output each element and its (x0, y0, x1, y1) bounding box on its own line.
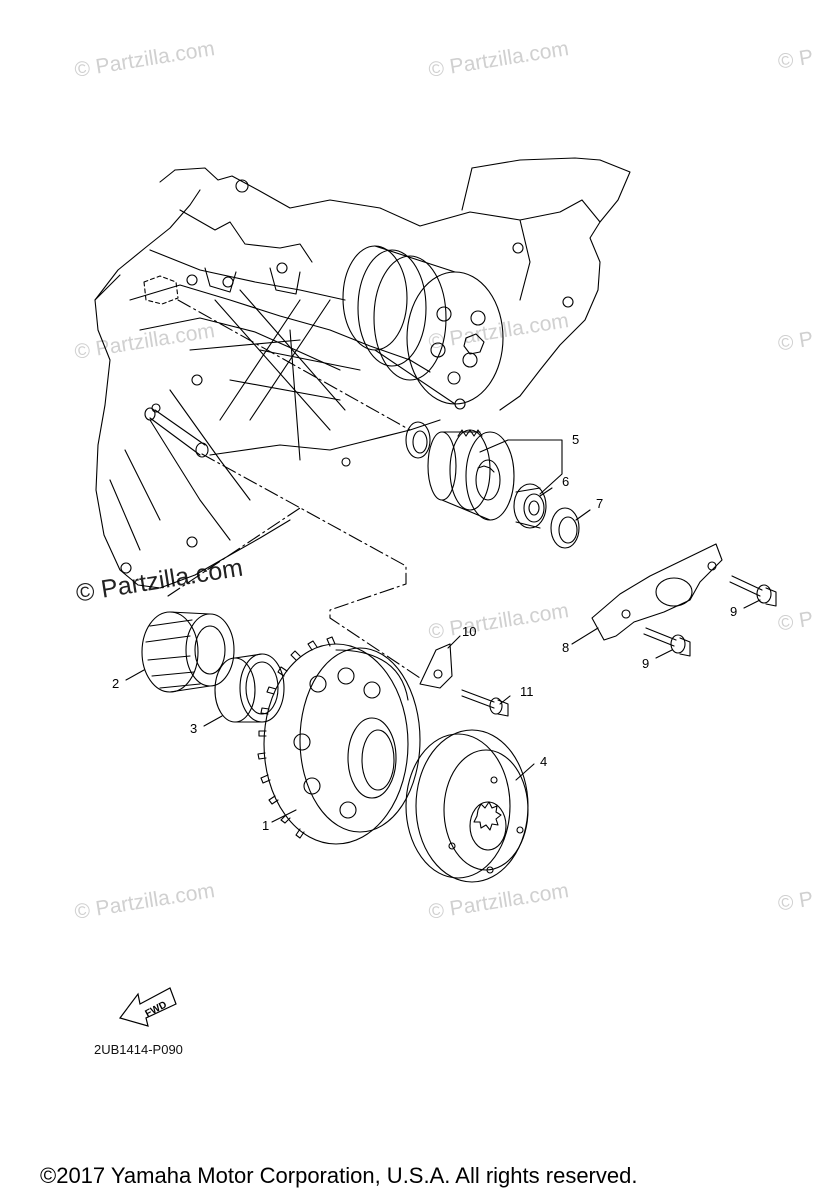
callout-6: 6 (562, 474, 569, 489)
part-3-collar (214, 653, 285, 723)
part-5-idler-gear (427, 429, 515, 521)
copyright-notice: ©2017 Yamaha Motor Corporation, U.S.A. A… (40, 1163, 638, 1188)
alignment-lines (167, 299, 421, 679)
callout-labels: 1 2 3 4 5 6 7 8 9 9 10 11 (112, 432, 737, 833)
callout-3: 3 (190, 721, 197, 736)
washer-part (405, 421, 431, 459)
callout-1: 1 (262, 818, 269, 833)
fwd-arrow-icon: FWD (118, 987, 177, 1027)
callout-11: 11 (520, 684, 534, 699)
callout-7: 7 (596, 496, 603, 511)
callout-9-upper: 9 (730, 604, 737, 619)
clutch-assembly-outline (342, 245, 504, 405)
part-8-bracket (591, 543, 723, 641)
part-9-bolt-lower (643, 627, 691, 657)
callout-8: 8 (562, 640, 569, 655)
part-10-plate (419, 643, 453, 689)
callout-4: 4 (540, 754, 547, 769)
leader-lines (125, 439, 761, 823)
part-4-starter-clutch (405, 729, 529, 883)
callout-10: 10 (462, 624, 476, 639)
callout-2: 2 (112, 676, 119, 691)
part-6-bearing (513, 483, 547, 529)
part-7-washer (550, 507, 580, 549)
crankcase-outline (94, 157, 631, 589)
callout-9-lower: 9 (642, 656, 649, 671)
part-2-needle-bearing (141, 611, 235, 693)
callout-5: 5 (572, 432, 579, 447)
diagram-code: 2UB1414-P090 (94, 1042, 183, 1057)
fwd-label: FWD (144, 999, 169, 1019)
part-1-starter-wheel-gear (257, 636, 421, 845)
part-9-bolt-upper (729, 575, 777, 607)
